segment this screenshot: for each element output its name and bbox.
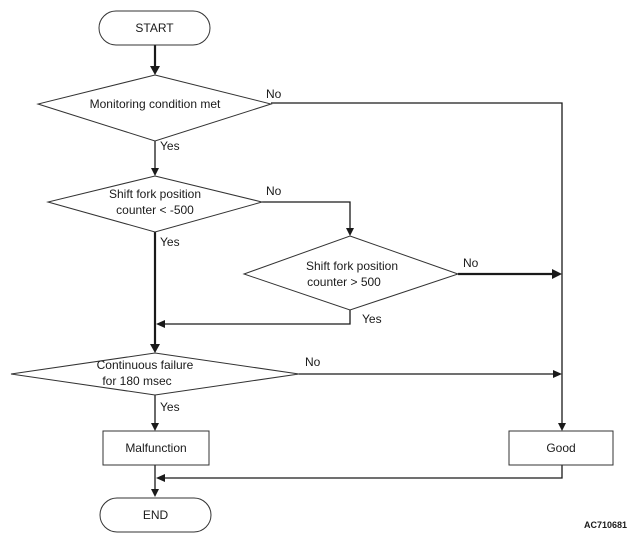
arrowhead (156, 474, 165, 482)
connector-monitoring-no (271, 102, 563, 424)
good-box (508, 430, 614, 466)
decision-shift-pos-line2: counter > 500 (307, 275, 381, 289)
good-label: Good (546, 441, 575, 455)
arrowhead (346, 228, 354, 236)
malfunction-label: Malfunction (125, 441, 186, 455)
label-shift-pos-yes: Yes (362, 312, 382, 326)
label-failure-yes: Yes (160, 400, 180, 414)
arrowhead (553, 370, 562, 378)
arrowhead (150, 66, 160, 75)
decision-monitoring-label: Monitoring condition met (90, 97, 221, 111)
arrowhead (151, 168, 159, 176)
connector-shift-neg-no (262, 201, 351, 229)
label-monitoring-yes: Yes (160, 139, 180, 153)
decision-failure-line1: Continuous failure (97, 358, 194, 372)
label-shift-pos-no: No (463, 256, 479, 270)
arrowhead (156, 320, 165, 328)
connector-shift-pos-yes (164, 310, 351, 325)
label-shift-neg-yes: Yes (160, 235, 180, 249)
arrowhead (558, 423, 566, 431)
decision-shift-neg (46, 175, 264, 233)
arrowhead (151, 423, 159, 431)
arrowhead (552, 269, 562, 279)
figure-code: AC710681 (584, 520, 627, 530)
arrowhead (150, 344, 160, 353)
malfunction-box (102, 430, 210, 466)
decision-failure (10, 352, 300, 396)
label-monitoring-no: No (266, 87, 282, 101)
start-label: START (135, 21, 174, 35)
end-terminal (99, 497, 212, 533)
decision-shift-pos-line1: Shift fork position (306, 259, 398, 273)
start-terminal (98, 10, 211, 46)
decision-failure-line2: for 180 msec (102, 374, 171, 388)
connector-good-end (164, 465, 563, 479)
label-failure-no: No (305, 355, 321, 369)
decision-shift-neg-line2: counter < -500 (116, 203, 194, 217)
label-shift-neg-no: No (266, 184, 282, 198)
decision-shift-neg-line1: Shift fork position (109, 187, 201, 201)
end-label: END (143, 508, 169, 522)
decision-shift-pos (242, 235, 460, 311)
decision-monitoring (36, 74, 273, 142)
arrowhead (151, 489, 159, 497)
